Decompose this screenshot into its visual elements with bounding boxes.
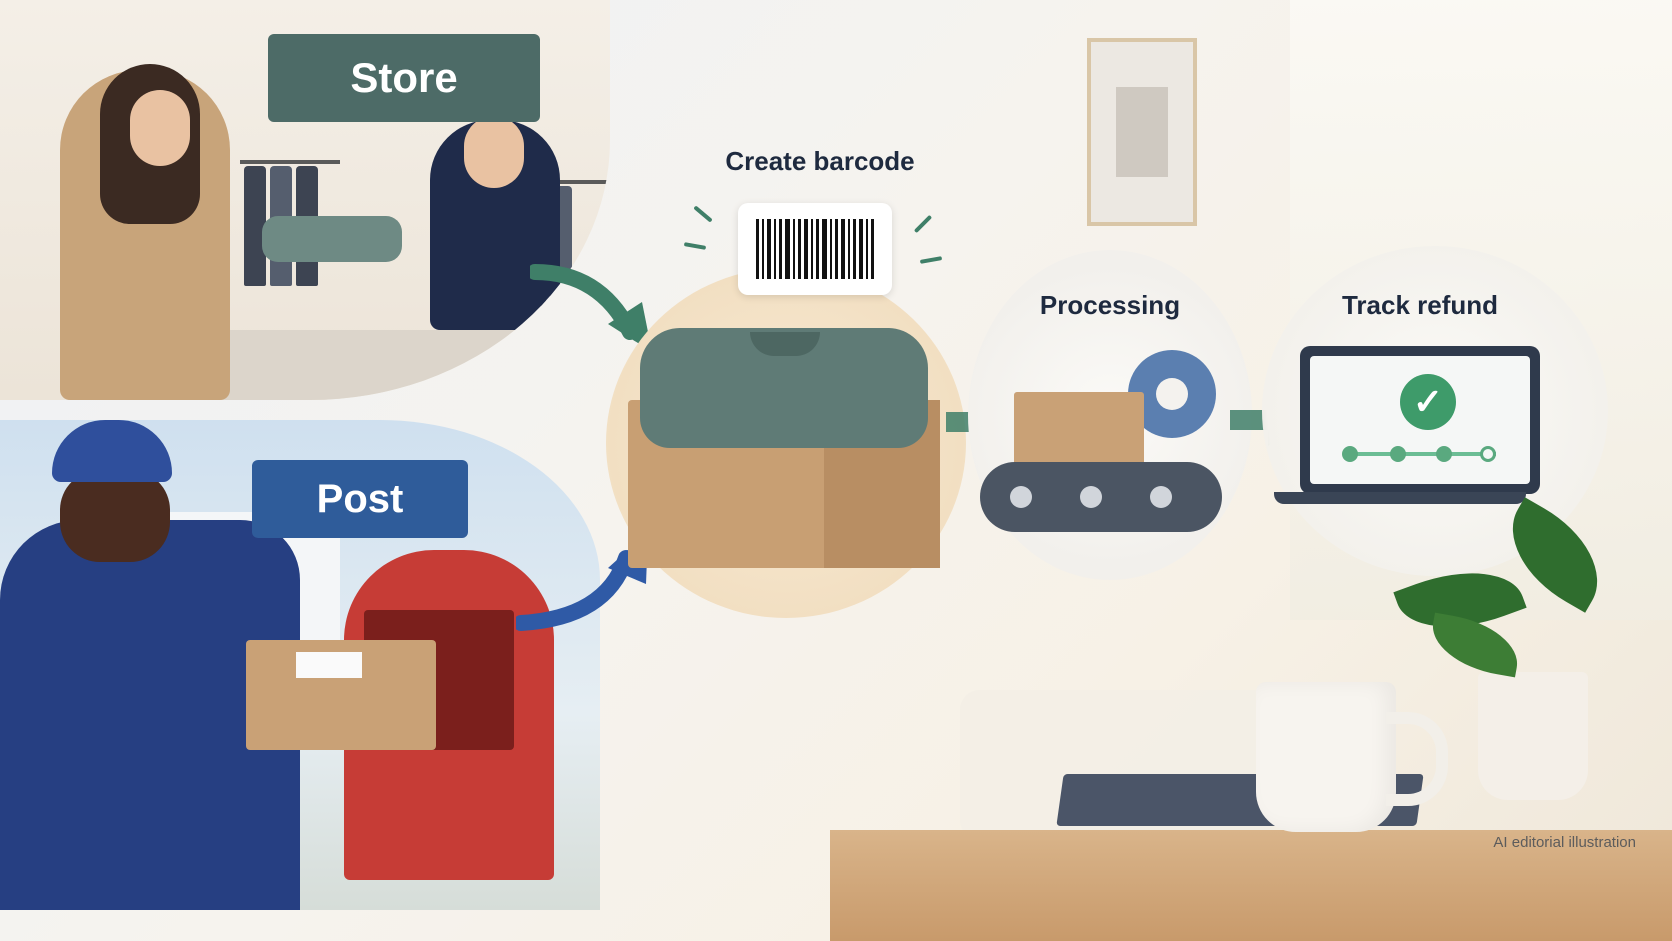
wooden-table (830, 830, 1672, 941)
folded-sweater (640, 328, 928, 448)
plant-leaf (1426, 612, 1524, 678)
wall-picture-frame (1087, 38, 1197, 226)
step-title-create-barcode: Create barcode (725, 146, 915, 176)
store-scene: Store (0, 0, 610, 400)
coffee-mug (1256, 682, 1448, 832)
image-caption: AI editorial illustration (1493, 834, 1636, 851)
laptop-base (1274, 492, 1526, 504)
plant-pot (1478, 672, 1588, 800)
progress-dot (1390, 446, 1406, 462)
barcode-icon (738, 203, 892, 295)
step-title-processing: Processing (1039, 290, 1181, 320)
customer-figure (60, 64, 230, 400)
store-sign: Store (268, 34, 540, 122)
progress-dot (1436, 446, 1452, 462)
progress-track (1346, 452, 1496, 456)
spark-mark (683, 242, 707, 250)
conveyor-belt (980, 462, 1222, 532)
handed-sweater (262, 216, 402, 262)
store-counter (220, 330, 580, 400)
progress-dot (1342, 446, 1358, 462)
spark-mark (919, 256, 943, 264)
parcel (246, 640, 436, 750)
spark-mark (913, 214, 933, 234)
check-icon: ✓ (1400, 374, 1456, 430)
step-title-track-refund: Track refund (1341, 290, 1499, 320)
spark-mark (693, 205, 713, 223)
post-sign: Post (252, 460, 468, 538)
cap-icon (52, 420, 172, 482)
post-scene: Post (0, 420, 600, 910)
progress-dot-current (1480, 446, 1496, 462)
